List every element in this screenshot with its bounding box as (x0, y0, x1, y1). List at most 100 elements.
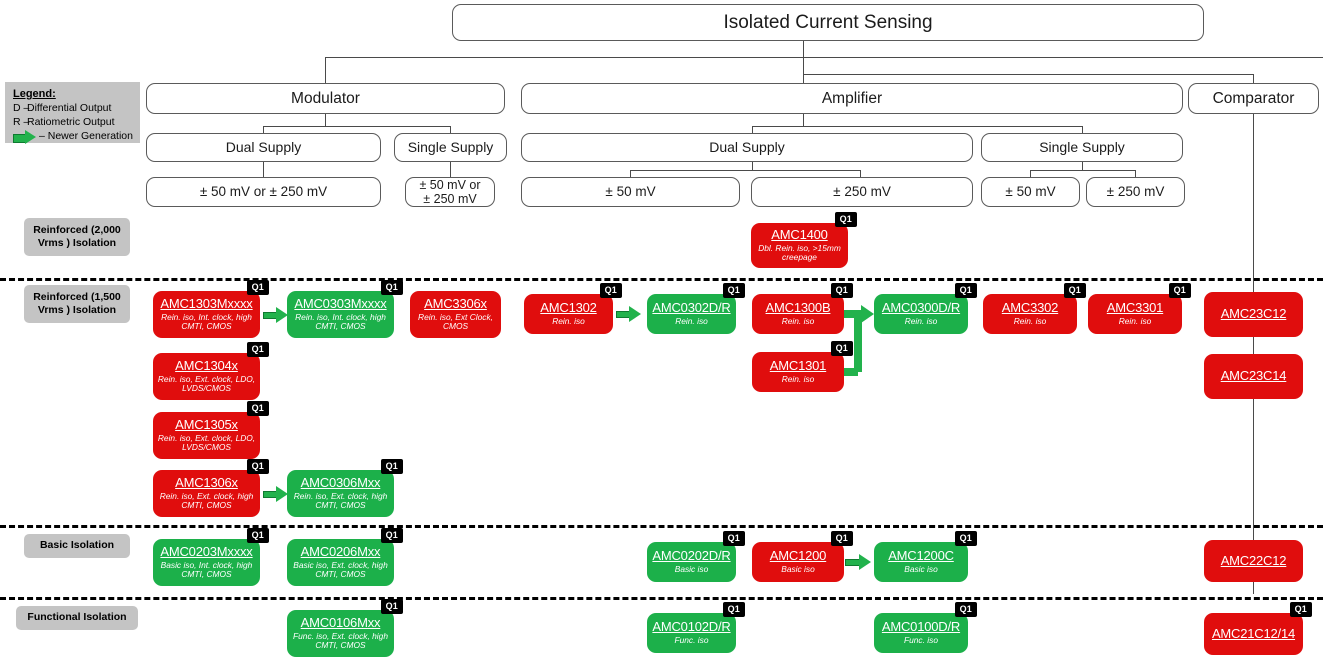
diagram-title: Isolated Current Sensing (723, 11, 933, 33)
q1-badge: Q1 (246, 280, 269, 295)
q1-badge: Q1 (954, 602, 977, 617)
q1-badge: Q1 (246, 528, 269, 543)
legend-row-differential: D – Differential Output (13, 102, 134, 115)
connector-amp-single-range-bus (1030, 170, 1136, 172)
product-chip-amc0302dr[interactable]: AMC0302D/R Rein. iso Q1 (647, 283, 745, 334)
q1-badge: Q1 (954, 283, 977, 298)
q1-badge: Q1 (830, 531, 853, 546)
separator-reinforced-2000-1500 (0, 278, 1323, 281)
product-chip-amc1302[interactable]: AMC1302 Rein. iso Q1 (524, 283, 622, 334)
q1-badge: Q1 (830, 283, 853, 298)
connector-modulator-stem (325, 114, 327, 126)
product-chip-amc1301[interactable]: AMC1301 Rein. iso Q1 (752, 341, 853, 392)
level3-box-amplifier-single-supply: Single Supply (981, 133, 1183, 162)
product-chip-amc0303mxxxx[interactable]: AMC0303Mxxxx Rein. iso, Int. clock, high… (287, 280, 403, 338)
connector-amp-single-50 (1030, 170, 1032, 177)
level4-box-mod-single-range: ± 50 mV or ± 250 mV (405, 177, 495, 207)
product-name: AMC0300D/R (881, 300, 961, 316)
product-chip-amc1303mxxxx[interactable]: AMC1303Mxxxx Rein. iso, Int. clock, high… (153, 280, 269, 338)
legend-key-r: R – (13, 115, 30, 128)
product-chip-amc23c12[interactable]: AMC23C12 (1204, 292, 1303, 337)
level3-label-amplifier-single: Single Supply (1039, 138, 1125, 155)
product-chip-amc3301[interactable]: AMC3301 Rein. iso Q1 (1088, 283, 1191, 334)
product-chip-amc3306x[interactable]: AMC3306x Rein. iso, Ext Clock, CMOS (410, 291, 501, 338)
level2-label-amplifier: Amplifier (821, 89, 883, 107)
product-chip-amc1306x[interactable]: AMC1306x Rein. iso, Ext. clock, high CMT… (153, 459, 269, 517)
level4-label-0: ± 50 mV or ± 250 mV (199, 184, 328, 200)
product-desc: Basic iso, Int. clock, high CMTI, CMOS (160, 559, 253, 580)
level2-box-amplifier: Amplifier (521, 83, 1183, 114)
diagram-title-box: Isolated Current Sensing (452, 4, 1204, 41)
product-name: AMC0303Mxxxx (294, 295, 387, 311)
product-chip-amc1305x[interactable]: AMC1305x Rein. iso, Ext. clock, LDO, LVD… (153, 401, 269, 459)
product-chip-amc1200c[interactable]: AMC1200C Basic iso Q1 (874, 531, 977, 582)
product-chip-amc1300b[interactable]: AMC1300B Rein. iso Q1 (752, 283, 853, 334)
product-chip-amc3302[interactable]: AMC3302 Rein. iso Q1 (983, 283, 1086, 334)
product-chip-amc0206mxx[interactable]: AMC0206Mxx Basic iso, Ext. clock, high C… (287, 528, 403, 586)
product-chip-amc21c1214[interactable]: AMC21C12/14 Q1 (1204, 602, 1312, 655)
product-chip-amc0306mxx[interactable]: AMC0306Mxx Rein. iso, Ext. clock, high C… (287, 459, 403, 517)
product-desc: Func. iso (674, 635, 709, 646)
connector-amp-dual-250 (860, 170, 862, 177)
connector-amplifier-stem (803, 114, 805, 126)
q1-badge: Q1 (246, 459, 269, 474)
product-desc: Rein. iso, Ext. clock, high CMTI, CMOS (293, 490, 388, 511)
product-name: AMC1306x (175, 474, 238, 490)
product-desc: Func. iso, Ext. clock, high CMTI, CMOS (293, 630, 388, 651)
product-desc: Rein. iso, Int. clock, high CMTI, CMOS (161, 311, 252, 332)
connector-amp-supply-bus (752, 126, 1083, 128)
product-chip-amc23c14[interactable]: AMC23C14 (1204, 354, 1303, 399)
newer-generation-arrow-1200-to-1200c (845, 554, 873, 570)
product-name: AMC1200C (888, 548, 954, 564)
level4-box-amp-dual-50: ± 50 mV (521, 177, 740, 207)
connector-amp-single-250 (1135, 170, 1137, 177)
product-name: AMC0202D/R (652, 548, 731, 564)
product-name: AMC1303Mxxxx (160, 295, 253, 311)
green-arrow-icon (13, 129, 37, 144)
product-chip-amc0106mxx[interactable]: AMC0106Mxx Func. iso, Ext. clock, high C… (287, 599, 403, 657)
row-label-basic-isolation: Basic Isolation (24, 534, 130, 558)
q1-badge: Q1 (380, 280, 403, 295)
product-chip-amc1304x[interactable]: AMC1304x Rein. iso, Ext. clock, LDO, LVD… (153, 342, 269, 400)
connector-amp-dual-down (752, 126, 754, 133)
legend-row-ratiometric: R – Ratiometric Output (13, 116, 134, 129)
product-chip-amc0100dr[interactable]: AMC0100D/R Func. iso Q1 (874, 602, 977, 653)
product-desc: Rein. iso (781, 316, 815, 327)
product-name: AMC0100D/R (881, 619, 961, 635)
product-chip-amc0203mxxxx[interactable]: AMC0203Mxxxx Basic iso, Int. clock, high… (153, 528, 269, 586)
product-name: AMC1302 (540, 300, 597, 316)
connector-title-down (803, 41, 805, 57)
q1-badge: Q1 (1289, 602, 1312, 617)
connector-comparator-down (1253, 74, 1255, 83)
product-desc: Rein. iso (781, 374, 815, 385)
level3-box-modulator-dual-supply: Dual Supply (146, 133, 381, 162)
level2-box-modulator: Modulator (146, 83, 505, 114)
q1-badge: Q1 (722, 531, 745, 546)
connector-amp-single-stem (1082, 162, 1084, 170)
product-chip-amc22c12[interactable]: AMC22C12 (1204, 540, 1303, 582)
legend-title: Legend: (13, 88, 56, 100)
product-desc: Basic iso, Ext. clock, high CMTI, CMOS (293, 559, 388, 580)
level4-box-amp-single-250: ± 250 mV (1086, 177, 1185, 207)
newer-generation-merge-arrow-to-0300 (844, 305, 882, 380)
product-name: AMC3306x (424, 295, 487, 311)
product-desc: Dbl. Rein. iso, >15mm creepage (758, 242, 841, 263)
product-chip-amc1400[interactable]: AMC1400 Dbl. Rein. iso, >15mm creepage Q… (751, 212, 857, 268)
level4-box-mod-dual-range: ± 50 mV or ± 250 mV (146, 177, 381, 207)
level3-box-amplifier-dual-supply: Dual Supply (521, 133, 973, 162)
product-name: AMC23C14 (1220, 368, 1287, 384)
product-chip-amc1200[interactable]: AMC1200 Basic iso Q1 (752, 531, 853, 582)
product-chip-amc0202dr[interactable]: AMC0202D/R Basic iso Q1 (647, 531, 745, 582)
product-chip-amc0300dr[interactable]: AMC0300D/R Rein. iso Q1 (874, 283, 977, 334)
row-label-reinforced-2000: Reinforced (2,000 Vrms ) Isolation (24, 218, 130, 256)
newer-generation-arrow-1306-to-0306 (263, 486, 289, 502)
connector-amp-dual-stem (752, 162, 754, 170)
separator-reinforced-basic (0, 525, 1323, 528)
connector-amp-dual-50 (630, 170, 632, 177)
q1-badge: Q1 (380, 599, 403, 614)
connector-mod-single-down (450, 126, 452, 133)
product-chip-amc0102dr[interactable]: AMC0102D/R Func. iso Q1 (647, 602, 745, 653)
legend-label-newer-generation: – Newer Generation (39, 129, 133, 142)
product-name: AMC0302D/R (652, 300, 731, 316)
product-name: AMC1305x (175, 416, 238, 432)
